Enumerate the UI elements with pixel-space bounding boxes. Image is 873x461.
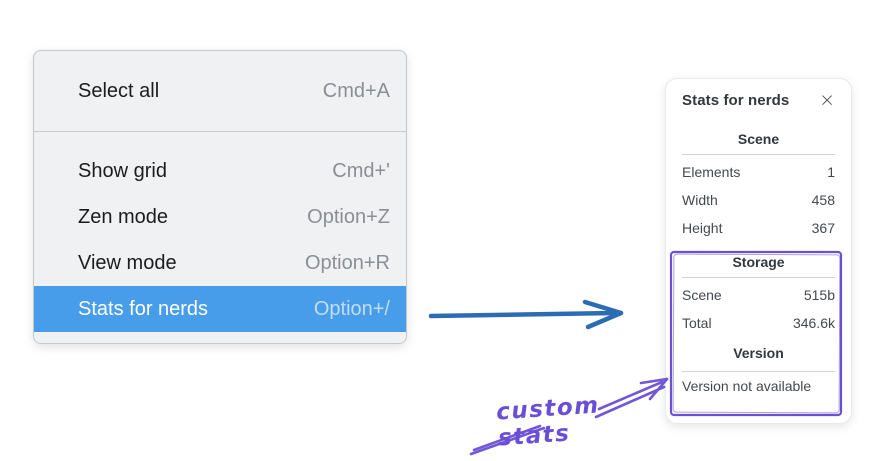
context-menu: Select all Cmd+A Show grid Cmd+' Zen mod… <box>33 50 407 344</box>
stat-value: 367 <box>811 220 835 236</box>
menu-item-stats-for-nerds[interactable]: Stats for nerds Option+/ <box>34 286 406 332</box>
menu-item-shortcut: Cmd+A <box>322 79 390 102</box>
stat-row-total-storage: Total 346.6k <box>682 309 835 337</box>
stat-value: 458 <box>811 192 835 208</box>
stats-panel-header: Stats for nerds × <box>682 91 835 110</box>
stat-value: 346.6k <box>792 315 835 331</box>
menu-item-view-mode[interactable]: View mode Option+R <box>34 240 406 286</box>
stat-value: 515b <box>803 287 835 303</box>
storage-section-rows: Scene 515b Total 346.6k <box>682 281 835 337</box>
menu-item-shortcut: Cmd+' <box>332 159 390 182</box>
menu-separator <box>34 131 406 132</box>
close-icon[interactable]: × <box>819 89 835 111</box>
menu-item-label: View mode <box>78 251 177 274</box>
scene-section-rows: Elements 1 Width 458 Height 367 <box>682 158 835 242</box>
stat-label: Width <box>682 192 718 208</box>
menu-item-zen-mode[interactable]: Zen mode Option+Z <box>34 194 406 240</box>
menu-item-shortcut: Option+/ <box>313 297 390 320</box>
menu-item-shortcut: Option+Z <box>307 205 390 228</box>
annotation-text: custom stats <box>495 392 601 452</box>
menu-section-top: Select all Cmd+A <box>34 51 406 131</box>
scene-section-heading: Scene <box>737 131 780 147</box>
stat-row-elements: Elements 1 <box>682 158 835 186</box>
version-note: Version not available <box>682 378 812 394</box>
menu-item-label: Zen mode <box>78 205 169 228</box>
stats-panel-title: Stats for nerds <box>682 92 790 109</box>
menu-item-label: Show grid <box>78 159 167 182</box>
flow-arrow-icon <box>428 299 624 330</box>
stat-label: Elements <box>682 164 741 180</box>
menu-item-label: Stats for nerds <box>78 297 209 320</box>
stat-value: 1 <box>827 164 835 180</box>
stat-label: Scene <box>682 287 722 303</box>
annotation-arrow-icon <box>469 377 669 456</box>
stat-label: Height <box>682 220 723 236</box>
scene-section-divider <box>682 154 835 155</box>
storage-section-divider <box>682 277 835 278</box>
stat-row-height: Height 367 <box>682 214 835 242</box>
stat-row-scene-storage: Scene 515b <box>682 281 835 309</box>
menu-item-show-grid[interactable]: Show grid Cmd+' <box>34 148 406 194</box>
stat-row-width: Width 458 <box>682 186 835 214</box>
stat-label: Total <box>682 315 712 331</box>
menu-section-bottom: Show grid Cmd+' Zen mode Option+Z View m… <box>34 132 406 343</box>
version-section-heading: Version <box>733 345 784 361</box>
version-section-divider <box>682 371 835 372</box>
stats-panel: Stats for nerds × Scene Elements 1 Width… <box>665 78 852 424</box>
storage-section-heading: Storage <box>732 254 785 270</box>
menu-item-label: Select all <box>78 79 160 102</box>
menu-item-shortcut: Option+R <box>304 251 390 274</box>
menu-item-select-all[interactable]: Select all Cmd+A <box>34 63 406 119</box>
